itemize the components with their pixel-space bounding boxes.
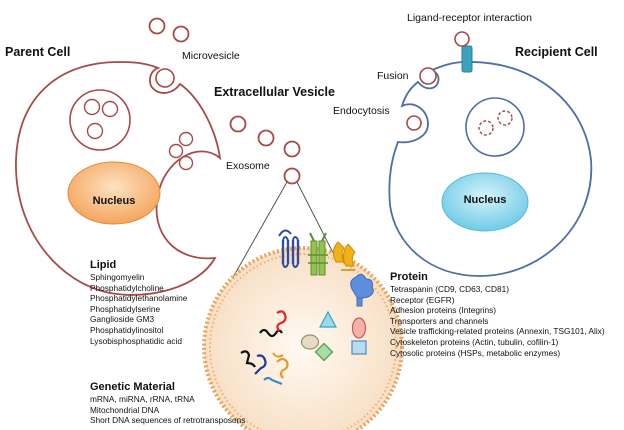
triangle-protein-icon — [319, 310, 337, 328]
rna-strand-icon — [276, 310, 287, 332]
square-protein-icon — [351, 340, 367, 355]
exosome-label: Exosome — [226, 160, 270, 172]
list-item: Tetraspanin (CD9, CD63, CD81) — [390, 284, 509, 294]
recipient-cell — [388, 31, 593, 277]
diagram-title: Extracellular Vesicle — [214, 85, 335, 99]
oval-protein-icon — [300, 334, 320, 350]
genetic-material-list: mRNA, miRNA, rRNA, tRNA Mitochondrial DN… — [90, 394, 245, 426]
parent-cell — [15, 61, 222, 296]
recipient-nucleus — [441, 172, 529, 232]
endocytosed-vesicle — [406, 115, 422, 131]
list-item: Phosphatidylethanolamine — [90, 293, 188, 304]
diamond-protein-icon — [314, 342, 334, 362]
dna-strand-icon — [263, 376, 283, 386]
parent-nucleus-label: Nucleus — [92, 195, 136, 207]
parent-nucleus — [67, 161, 161, 225]
exosome — [283, 140, 301, 158]
list-item: Phosphatidylinositol — [90, 324, 164, 335]
list-item: Lysobisphosphatidic acid — [90, 335, 182, 346]
pink-oval-protein-icon — [351, 317, 367, 339]
list-item: Ganglioside GM3 — [90, 314, 155, 325]
exosome — [257, 129, 275, 147]
rna-strand-icon — [254, 354, 267, 375]
list-item: mRNA, miRNA, rRNA, tRNA — [90, 394, 195, 404]
list-item: Vesicle trafficking-related proteins (An… — [390, 326, 605, 337]
protein-list: Tetraspanin (CD9, CD63, CD81) Receptor (… — [390, 284, 605, 358]
list-item: Adhesion proteins (Integrins) — [390, 305, 497, 316]
fusing-vesicle — [419, 67, 437, 85]
list-item: Phosphatidylcholine — [90, 282, 164, 293]
tetraspanin-icon — [278, 229, 300, 268]
genetic-material-heading: Genetic Material — [90, 381, 175, 393]
recipient-nucleus-label: Nucleus — [463, 194, 507, 206]
list-item: Cytosolic proteins (HSPs, metabolic enzy… — [390, 347, 561, 358]
free-vesicles — [148, 17, 301, 185]
budding-microvesicle — [155, 68, 175, 88]
lipid-heading: Lipid — [90, 259, 117, 271]
magnified-exosome — [202, 229, 404, 430]
ligand-vesicle — [454, 31, 470, 47]
dna-strand-icon — [240, 350, 256, 368]
lipid-list: Sphingomyelin Phosphatidylcholine Phosph… — [90, 272, 187, 346]
microvesicle-label: Microvesicle — [182, 50, 240, 62]
parent-cell-label: Parent Cell — [5, 45, 71, 59]
list-item: Short DNA sequences of retrotransposons — [90, 415, 246, 426]
recipient-cell-label: Recipient Cell — [515, 45, 598, 59]
list-item: Receptor (EGFR) — [390, 294, 455, 305]
rna-strand-icon — [276, 357, 289, 379]
endosome — [465, 97, 525, 157]
list-item: Transporters and channels — [390, 315, 489, 326]
list-item: Phosphatidylserine — [90, 303, 161, 314]
microvesicle — [172, 25, 190, 43]
multivesicular-body — [69, 89, 131, 151]
receptor-protein-icon — [350, 273, 374, 307]
microvesicle — [148, 17, 166, 35]
list-item: Mitochondrial DNA — [90, 404, 160, 415]
list-item: Cytoskeleton proteins (Actin, tubulin, c… — [390, 336, 559, 347]
protein-heading: Protein — [390, 271, 428, 283]
endocytosis-label: Endocytosis — [333, 105, 390, 117]
fusion-label: Fusion — [377, 70, 409, 82]
channel-icon — [332, 241, 356, 271]
ligand-receptor-label: Ligand-receptor interaction — [407, 12, 532, 24]
receptor — [461, 45, 473, 73]
exosome — [229, 115, 247, 133]
exosome-magnified-source — [283, 167, 301, 185]
list-item: Sphingomyelin — [90, 272, 145, 282]
integrin-icon — [308, 232, 328, 276]
